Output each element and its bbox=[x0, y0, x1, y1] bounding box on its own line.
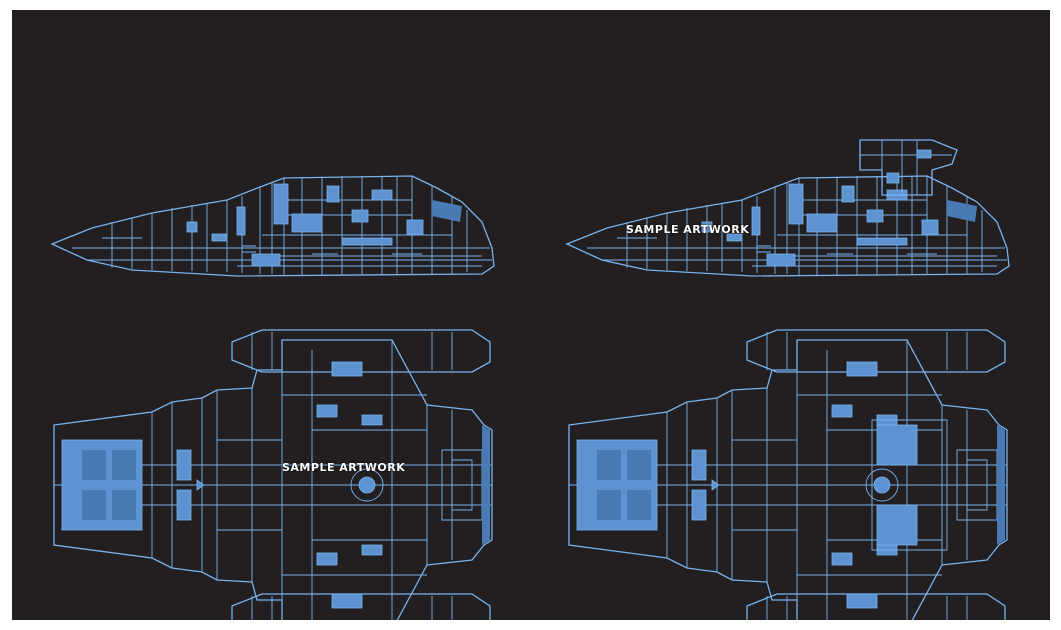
top-view-left bbox=[53, 329, 493, 620]
top-view-right bbox=[568, 329, 1008, 620]
schematic-canvas: SAMPLE ARTWORK SAMPLE ARTWORK bbox=[12, 10, 1050, 620]
watermark-sample-artwork: SAMPLE ARTWORK bbox=[626, 223, 750, 236]
ship-schematics bbox=[51, 139, 1010, 620]
watermark-sample-artwork: SAMPLE ARTWORK bbox=[282, 461, 406, 474]
side-profile-left bbox=[51, 175, 495, 277]
side-profile-right bbox=[566, 139, 1010, 277]
